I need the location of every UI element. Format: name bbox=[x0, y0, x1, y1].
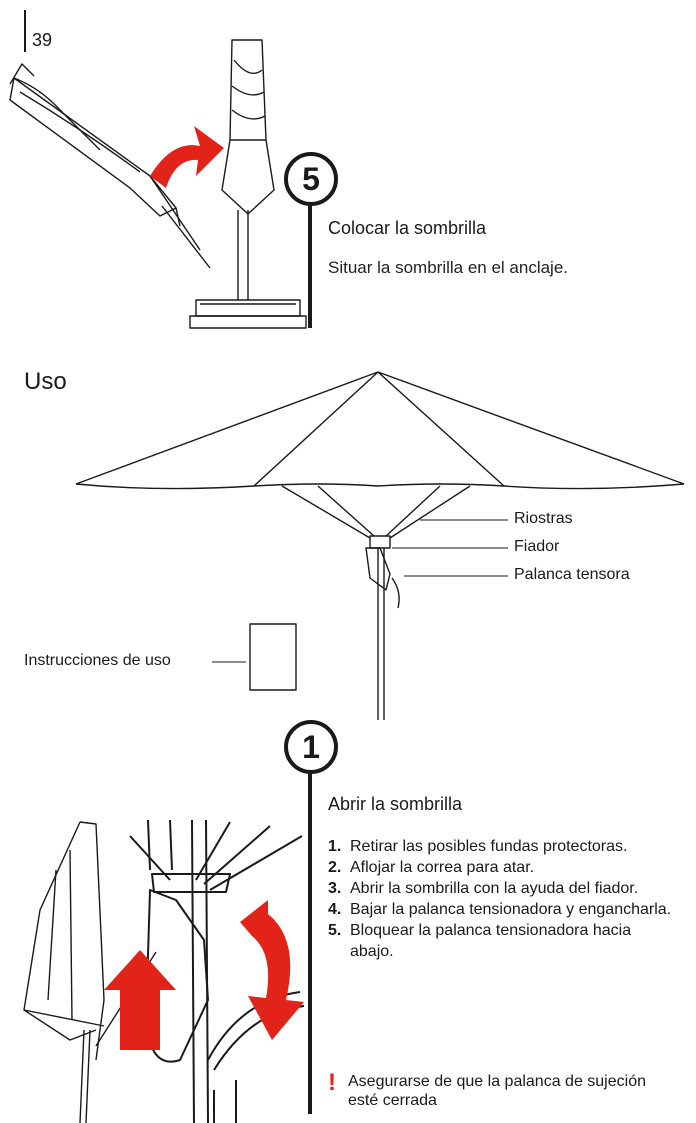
page-number: 39 bbox=[32, 30, 53, 50]
step-5-badge: 5 bbox=[284, 152, 338, 206]
step-5-number: 5 bbox=[302, 160, 320, 197]
list-item: 1.Retirar las posibles fundas protectora… bbox=[328, 838, 628, 855]
list-item: 5.Bloquear la palanca tensionadora hacia… bbox=[328, 922, 632, 960]
step-1-number: 1 bbox=[302, 728, 320, 765]
mechanism-detail-illustration bbox=[129, 819, 305, 1123]
list-item: 2.Aflojar la correa para atar. bbox=[328, 859, 535, 876]
step-1-title: Abrir la sombrilla bbox=[328, 794, 463, 814]
step-1-bar bbox=[308, 774, 312, 1114]
label-instrucciones: Instrucciones de uso bbox=[24, 652, 171, 669]
red-arrows bbox=[104, 126, 304, 1050]
step-1-list: 1.Retirar las posibles fundas protectora… bbox=[328, 836, 696, 962]
warning-note: ! Asegurarse de que la palanca de sujeci… bbox=[328, 1069, 668, 1110]
closed-umbrella-illustration bbox=[9, 63, 211, 269]
upright-umbrella-illustration bbox=[189, 39, 307, 329]
step-5-bar bbox=[308, 206, 312, 328]
page-rule bbox=[24, 10, 26, 52]
label-palanca: Palanca tensora bbox=[514, 566, 630, 583]
section-title: Uso bbox=[24, 368, 67, 395]
open-umbrella-illustration bbox=[75, 371, 685, 720]
up-arrow-icon bbox=[104, 950, 176, 1050]
leader-lines bbox=[212, 519, 508, 663]
list-item: 4.Bajar la palanca tensionadora y enganc… bbox=[328, 901, 672, 918]
warning-text: Asegurarse de que la palanca de sujeción… bbox=[348, 1073, 646, 1109]
step-1-badge: 1 bbox=[284, 720, 338, 774]
label-fiador: Fiador bbox=[514, 538, 560, 555]
warning-icon: ! bbox=[328, 1069, 336, 1096]
curved-arrow-icon bbox=[150, 126, 224, 188]
label-riostras: Riostras bbox=[514, 510, 573, 527]
rotate-arrow-icon bbox=[240, 900, 304, 1040]
step-5-text: Situar la sombrilla en el anclaje. bbox=[328, 258, 569, 277]
step-5-title: Colocar la sombrilla bbox=[328, 218, 487, 238]
list-item: 3.Abrir la sombrilla con la ayuda del fi… bbox=[328, 880, 639, 897]
